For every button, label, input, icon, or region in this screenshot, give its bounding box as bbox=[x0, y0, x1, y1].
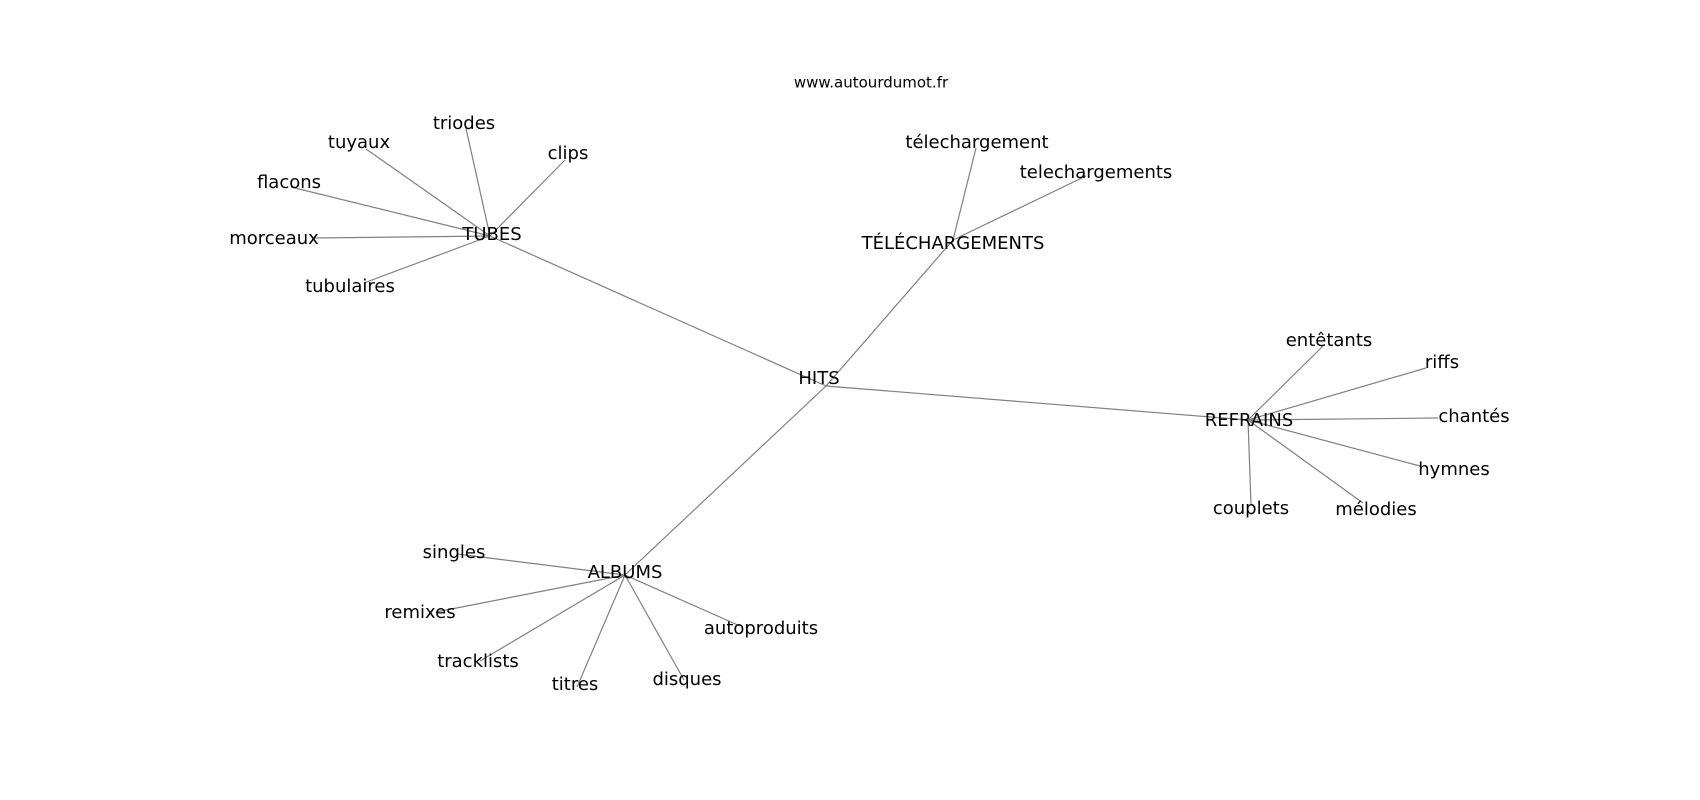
edge-hub-to-leaf bbox=[1247, 417, 1439, 421]
hub-node-label: ALBUMS bbox=[588, 562, 663, 583]
leaf-node-label: télechargement bbox=[905, 132, 1048, 153]
leaf-node-label: telechargements bbox=[1020, 162, 1173, 183]
edge-hub-to-leaf bbox=[1247, 419, 1364, 504]
leaf-node-label: singles bbox=[423, 542, 486, 563]
edge-hub-to-leaf bbox=[456, 553, 626, 576]
edge-center-to-hub bbox=[489, 235, 827, 387]
leaf-node-label: triodes bbox=[433, 113, 495, 134]
leaf-node-label: autoproduits bbox=[704, 618, 818, 639]
leaf-node-label: flacons bbox=[257, 172, 321, 193]
edge-hub-to-leaf bbox=[312, 235, 491, 239]
edge-hub-to-leaf bbox=[363, 235, 491, 284]
hub-node-label: TUBES bbox=[461, 224, 521, 245]
leaf-node-label: tuyaux bbox=[328, 132, 391, 153]
hub-node-label: REFRAINS bbox=[1205, 410, 1294, 431]
edge-hub-to-leaf bbox=[1247, 419, 1421, 467]
leaf-node-label: titres bbox=[552, 674, 599, 695]
edge-hub-to-leaf bbox=[1247, 345, 1324, 421]
leaf-node-label: riffs bbox=[1425, 352, 1459, 373]
edge-hub-to-leaf bbox=[479, 574, 626, 662]
edge-hub-to-leaf bbox=[952, 175, 1087, 241]
graph-title: www.autourdumot.fr bbox=[794, 74, 949, 92]
leaf-node-label: tubulaires bbox=[305, 276, 395, 297]
edge-center-to-hub bbox=[825, 385, 1249, 421]
edge-center-to-hub bbox=[825, 239, 954, 387]
leaf-node-label: hymnes bbox=[1418, 459, 1489, 480]
edge-hub-to-leaf bbox=[624, 574, 741, 627]
leaf-node-label: mélodies bbox=[1335, 499, 1417, 520]
edge-hub-to-leaf bbox=[1247, 367, 1427, 421]
edge-hub-to-leaf bbox=[290, 186, 491, 237]
leaf-node-label: entêtants bbox=[1286, 330, 1373, 351]
edge-hub-to-leaf bbox=[489, 159, 566, 237]
leaf-node-label: tracklists bbox=[437, 651, 519, 672]
leaf-node-label: couplets bbox=[1213, 498, 1289, 519]
edges-layer bbox=[290, 123, 1439, 688]
center-node-label: HITS bbox=[798, 368, 839, 389]
leaf-node-label: remixes bbox=[384, 602, 455, 623]
edge-hub-to-leaf bbox=[435, 574, 626, 613]
edge-hub-to-leaf bbox=[464, 123, 491, 237]
hub-node-label: TÉLÉCHARGEMENTS bbox=[861, 232, 1045, 254]
edge-hub-to-leaf bbox=[952, 147, 977, 241]
edge-center-to-hub bbox=[624, 385, 827, 576]
edge-hub-to-leaf bbox=[365, 148, 491, 237]
leaf-node-label: disques bbox=[652, 669, 721, 690]
leaf-node-label: clips bbox=[548, 143, 589, 164]
leaf-node-label: morceaux bbox=[229, 228, 319, 249]
edge-hub-to-leaf bbox=[576, 574, 626, 688]
edge-hub-to-leaf bbox=[1247, 419, 1252, 506]
labels-layer: www.autourdumot.fr triodes tuyaux clips fla… bbox=[229, 74, 1509, 696]
edge-hub-to-leaf bbox=[624, 574, 685, 681]
leaf-node-label: chantés bbox=[1438, 406, 1509, 427]
